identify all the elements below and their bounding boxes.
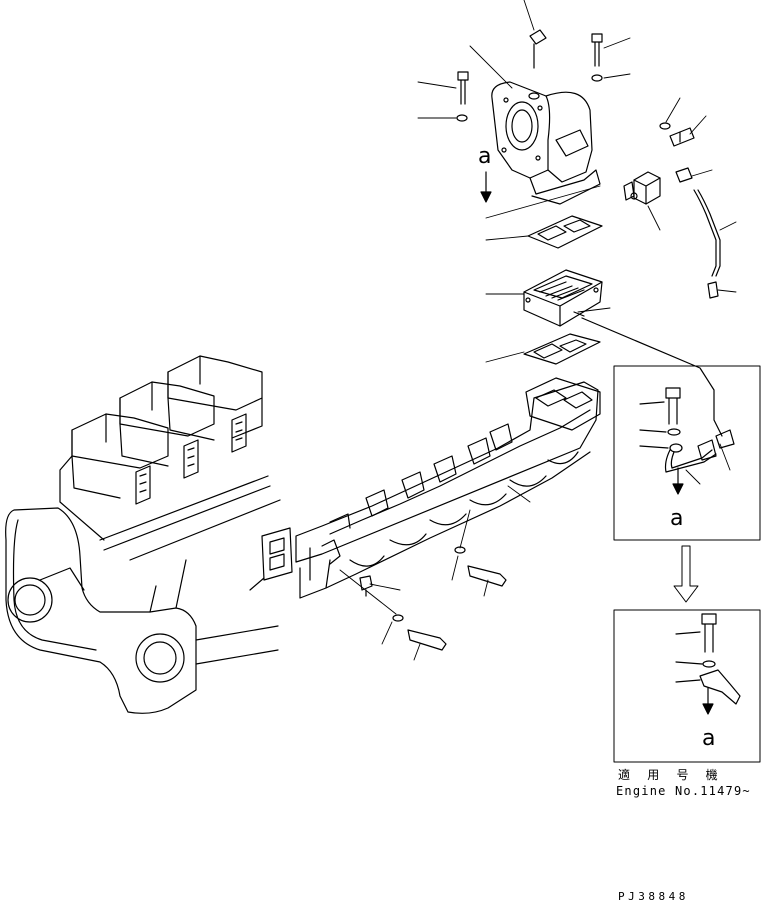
detail-box-after [613, 609, 761, 763]
applicable-serial-caption: 適 用 号 機 [618, 768, 723, 782]
sensor-assembly [623, 171, 661, 205]
view-label-a-detail-after: a [702, 726, 716, 751]
engine-block [5, 355, 281, 714]
exhaust-manifold [295, 377, 601, 599]
engine-serial-caption: Engine No.11479~ [616, 784, 751, 798]
pipe-assembly [581, 167, 723, 437]
port-gasket [249, 527, 293, 591]
view-arrow-main [480, 171, 492, 203]
transition-arrow [673, 545, 699, 603]
exhaust-elbow [491, 81, 601, 205]
lower-bolts [392, 546, 507, 651]
riser-gasket [523, 333, 601, 365]
turbo-gasket [527, 215, 603, 249]
detail-box-before [613, 365, 761, 541]
spacer-block [523, 269, 603, 327]
view-label-a-detail-before: a [670, 506, 684, 531]
leader-lines [339, 0, 737, 661]
figure-code: PJ38848 [618, 890, 689, 903]
upper-bolts [456, 29, 695, 147]
view-label-a-main: a [478, 144, 492, 169]
